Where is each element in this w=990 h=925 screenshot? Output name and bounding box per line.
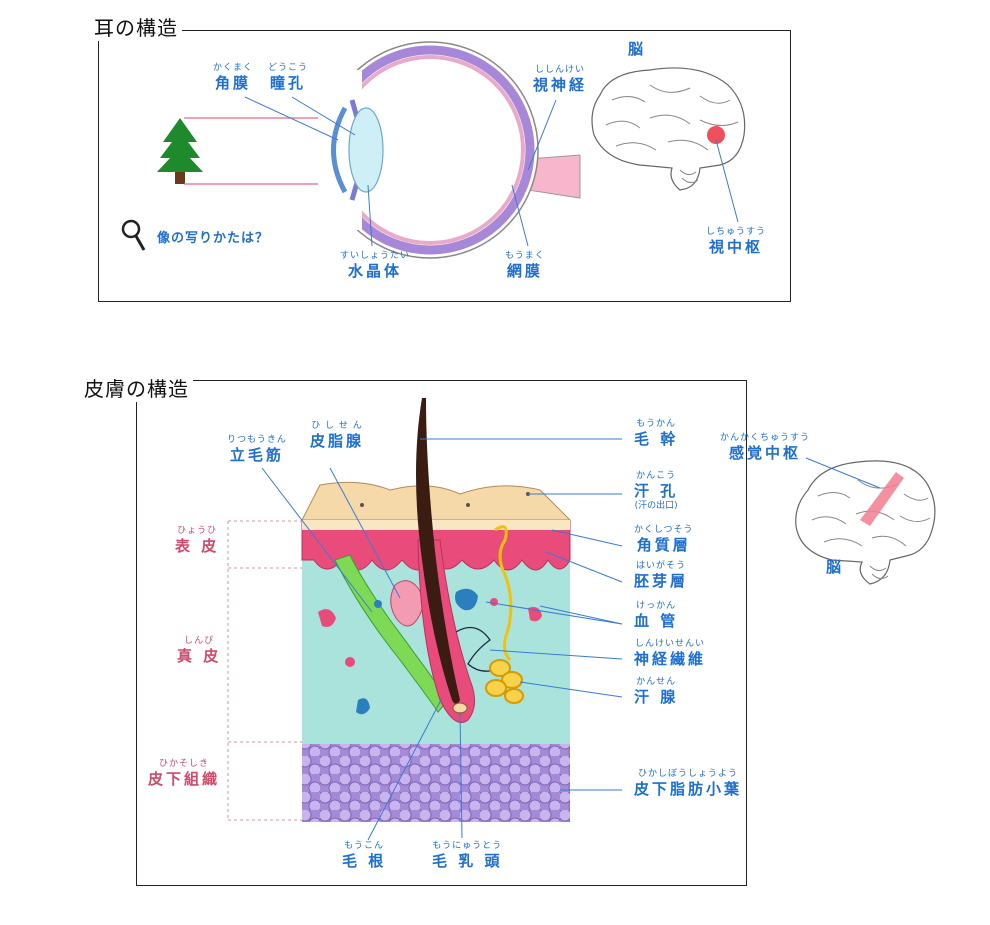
visual-center-marker (707, 126, 725, 144)
pointer-sebaceous-gland (329, 467, 401, 599)
eye-section-title: 耳の構造 (90, 12, 182, 41)
label-epidermis: ひょうひ 表 皮 (175, 526, 220, 555)
label-blood-vessel: けっかん 血 管 (634, 601, 679, 630)
pointer-blood-vessel-a (485, 601, 623, 625)
pointer-visual-center (715, 139, 739, 223)
pointer-germinal-layer (545, 551, 623, 583)
hair-papilla (452, 702, 468, 714)
pointer-optic-nerve (527, 99, 557, 171)
label-retina: もうまく 網膜 (505, 251, 545, 280)
pointer-cornea (244, 96, 339, 141)
layer-brackets (227, 520, 302, 821)
label-hair-shaft: もうかん 毛 幹 (634, 419, 679, 448)
label-stratum-corneum: かくしつそう 角質層 (634, 525, 694, 554)
label-fat-lobule: ひかしぼうしょうよう 皮下脂肪小葉 (634, 769, 743, 798)
skin-section-title: 皮膚の構造 (80, 373, 193, 402)
label-cornea: かくまく 角膜 (213, 63, 254, 92)
brain-illustration (591, 67, 746, 191)
sweat-gland-coil (485, 659, 524, 704)
label-pupil: どうこう 瞳孔 (268, 63, 309, 92)
magnifier-icon (121, 219, 146, 251)
cornea (331, 106, 348, 194)
blood-vessel-1 (318, 609, 336, 627)
stratum-corneum (301, 481, 572, 521)
sebaceous-gland (390, 580, 424, 627)
label-germinal-layer: はいがそう 胚芽層 (634, 561, 689, 590)
label-subcutaneous: ひかそしき 皮下組織 (148, 759, 221, 788)
pointer-sensory-center (805, 457, 881, 489)
label-lens: すいしょうたい 水晶体 (340, 251, 411, 280)
pointer-pupil (291, 96, 356, 136)
label-visual-center: しちゅうすう 視中枢 (706, 227, 767, 256)
image-question-link[interactable]: 像の写りかたは？ (157, 231, 270, 246)
pointer-arrector-pili (261, 467, 373, 613)
nerve-fibers (455, 626, 501, 672)
pointer-stratum-corneum (551, 529, 623, 547)
label-hair-root: もうこん 毛 根 (342, 841, 387, 870)
sweat-duct (494, 525, 513, 662)
pointer-sweat-gland (519, 681, 623, 698)
blood-vessel-5 (490, 598, 498, 606)
label-brain-eye: 脳 (628, 40, 647, 58)
subcutaneous-fat (302, 742, 570, 822)
label-nerve-fiber: しんけいせんい 神経繊維 (634, 639, 707, 668)
label-brain-skin: 脳 (826, 558, 845, 576)
label-optic-nerve: ししんけい 視神経 (533, 65, 588, 94)
lens (348, 107, 384, 193)
brain-illustration-skin (795, 460, 936, 585)
label-sebaceous-gland: ひ し せ ん 皮脂腺 (310, 421, 365, 450)
label-hair-papilla: もうにゅうとう 毛 乳 頭 (432, 841, 503, 870)
pointer-blood-vessel-b (539, 605, 623, 625)
label-sweat-gland: かんせん 汗 腺 (634, 677, 679, 706)
blood-vessel-3 (374, 600, 382, 608)
label-dermis: しんぴ 真 皮 (177, 636, 222, 665)
blood-vessel-2 (345, 657, 355, 667)
pointer-hair-papilla (459, 711, 463, 839)
label-sensory-center: かんかくちゅうすう 感覚中枢 (720, 433, 811, 462)
pointer-retina (511, 184, 529, 247)
pointer-lens (367, 184, 373, 247)
hair-shaft (416, 398, 460, 704)
label-arrector-pili: りつもうきん 立毛筋 (227, 435, 287, 464)
pointer-nerve-fiber (489, 649, 623, 660)
blood-vessel-4 (455, 588, 478, 611)
pointer-hair-root (367, 697, 443, 841)
tree-icon (157, 118, 203, 184)
blood-vessel-7 (356, 698, 370, 715)
label-sweat-pore: かんこう 汗 孔 (汗の出口) (634, 471, 679, 511)
